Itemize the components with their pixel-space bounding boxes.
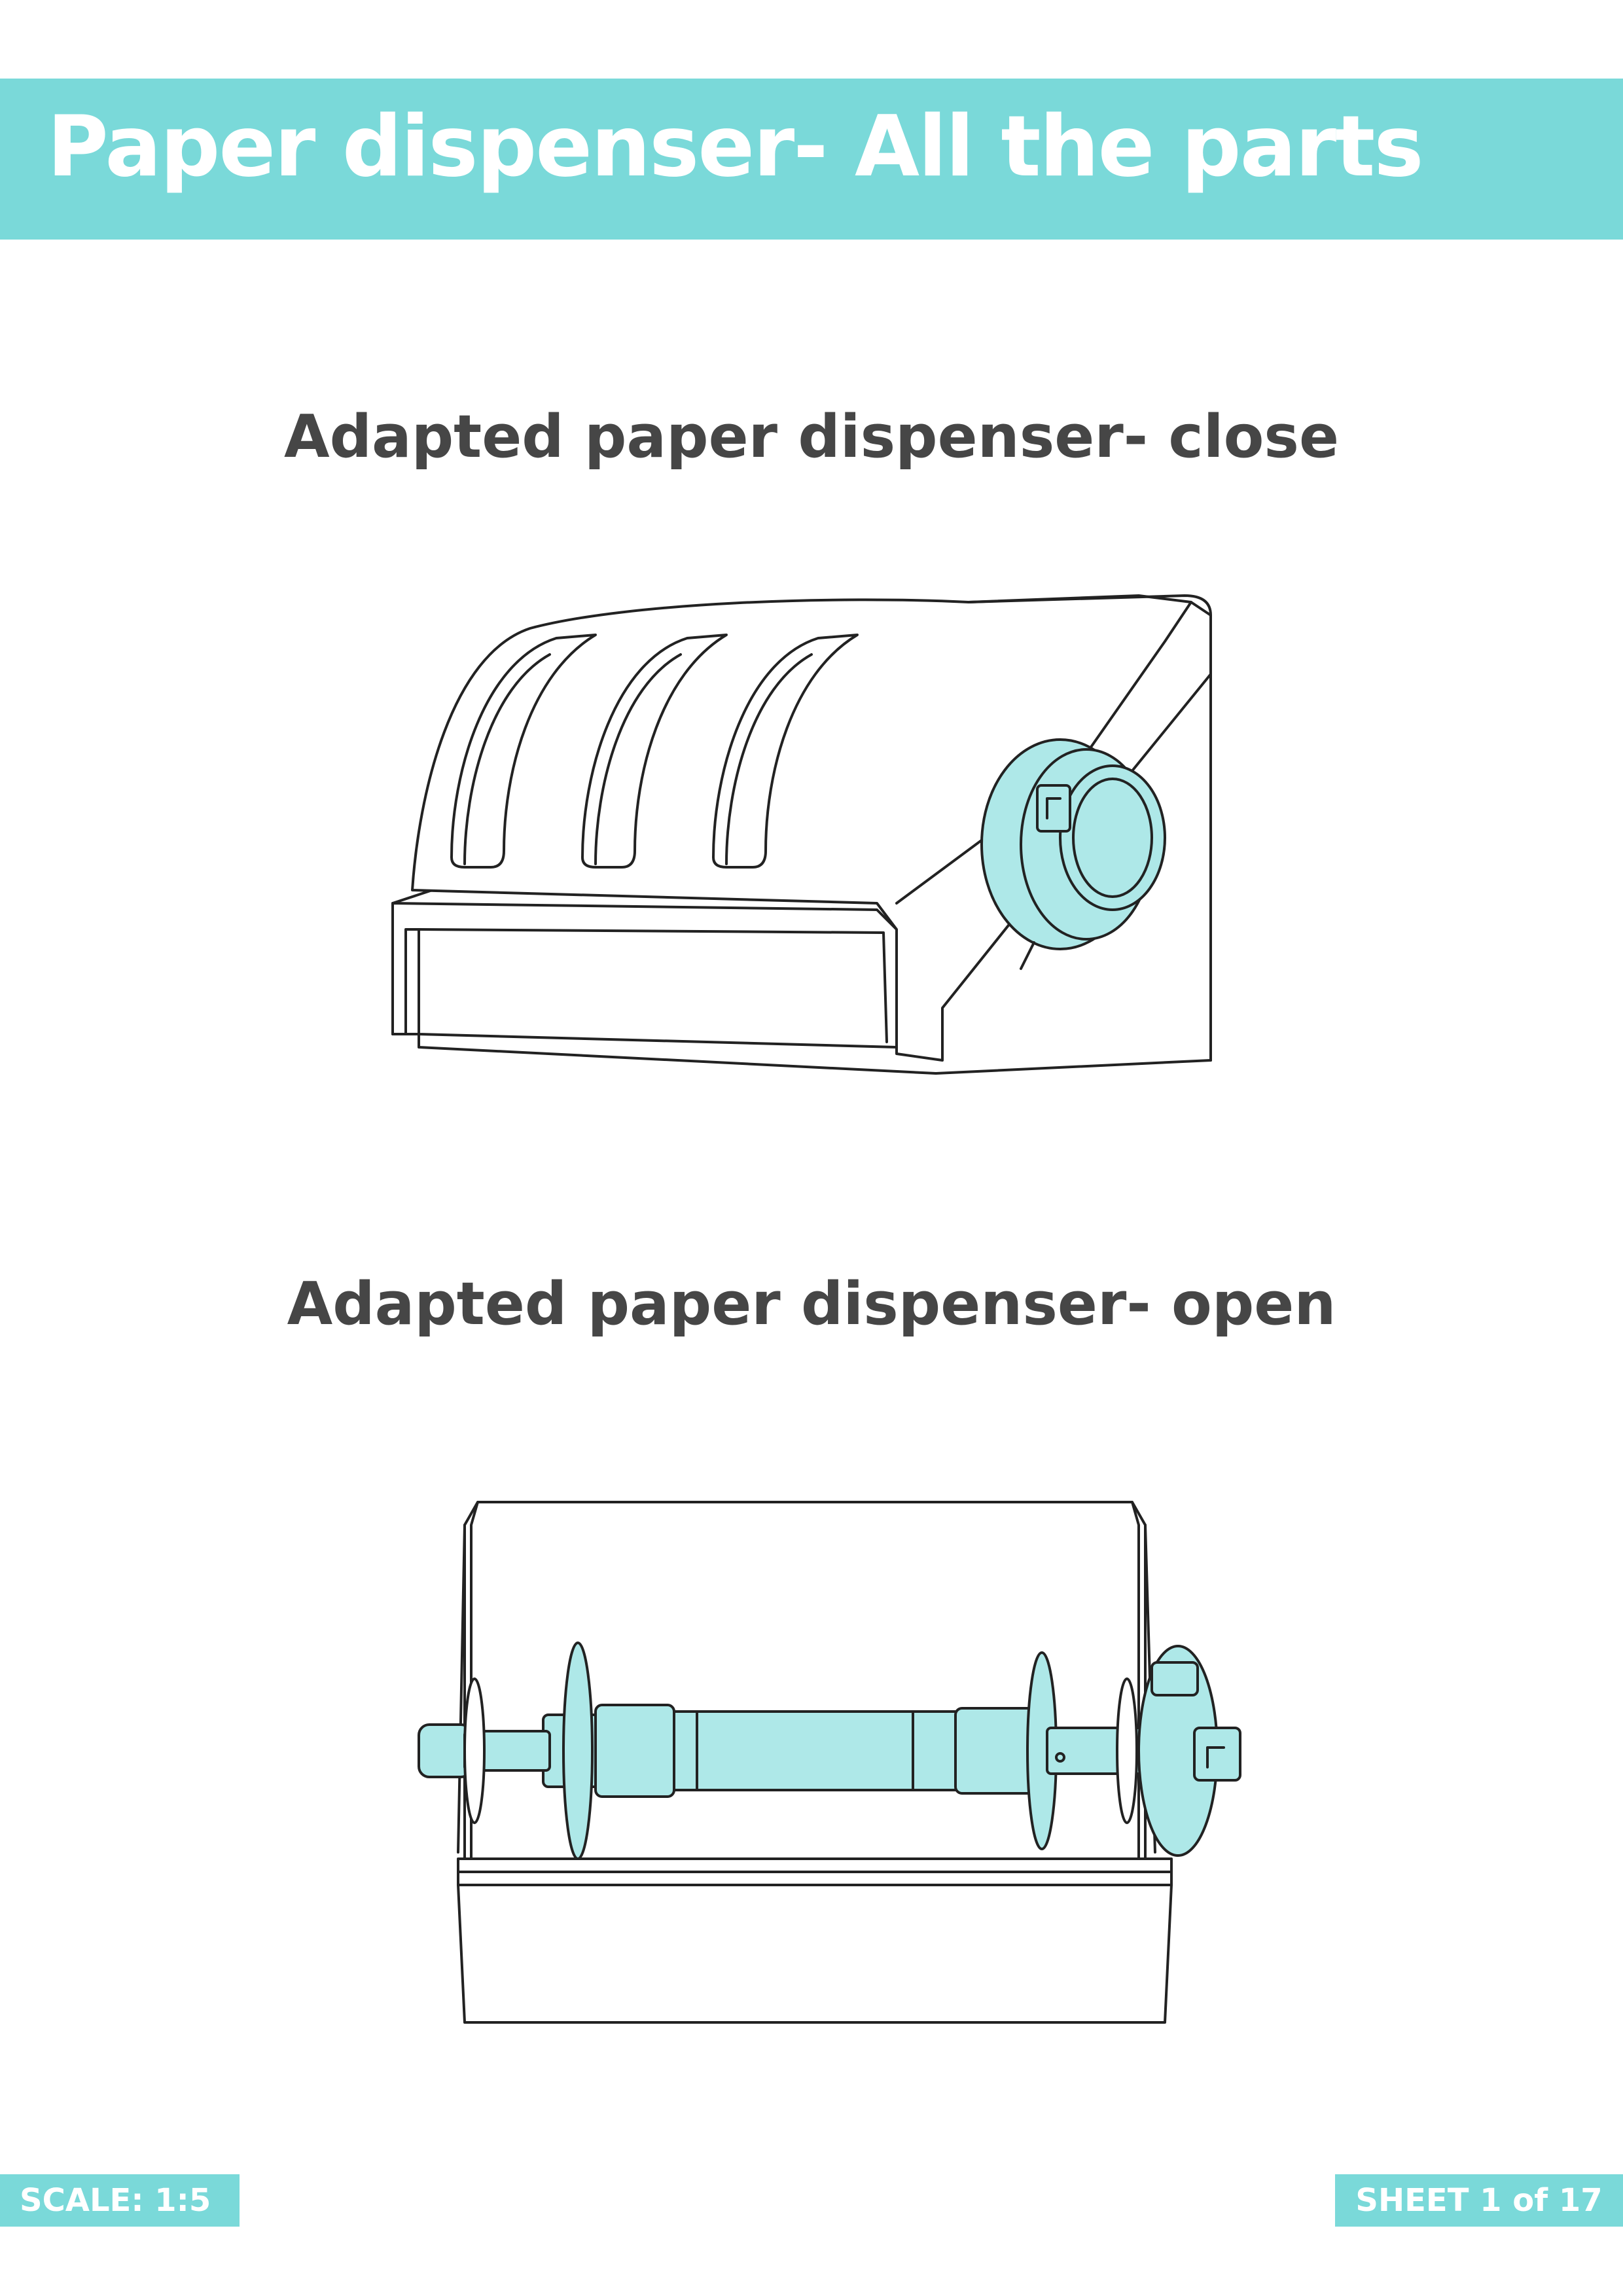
section-title-close: Adapted paper dispenser- close (283, 403, 1340, 471)
scale-label: SCALE: 1:5 (0, 2174, 240, 2227)
page-title: Paper dispenser- All the parts (47, 98, 1423, 196)
dispenser-open-drawing (418, 1501, 1241, 2024)
dispenser-closed-drawing (391, 594, 1212, 1075)
sheet-label: SHEET 1 of 17 (1335, 2174, 1623, 2227)
header-band (0, 79, 1623, 240)
section-title-open: Adapted paper dispenser- open (287, 1270, 1336, 1338)
